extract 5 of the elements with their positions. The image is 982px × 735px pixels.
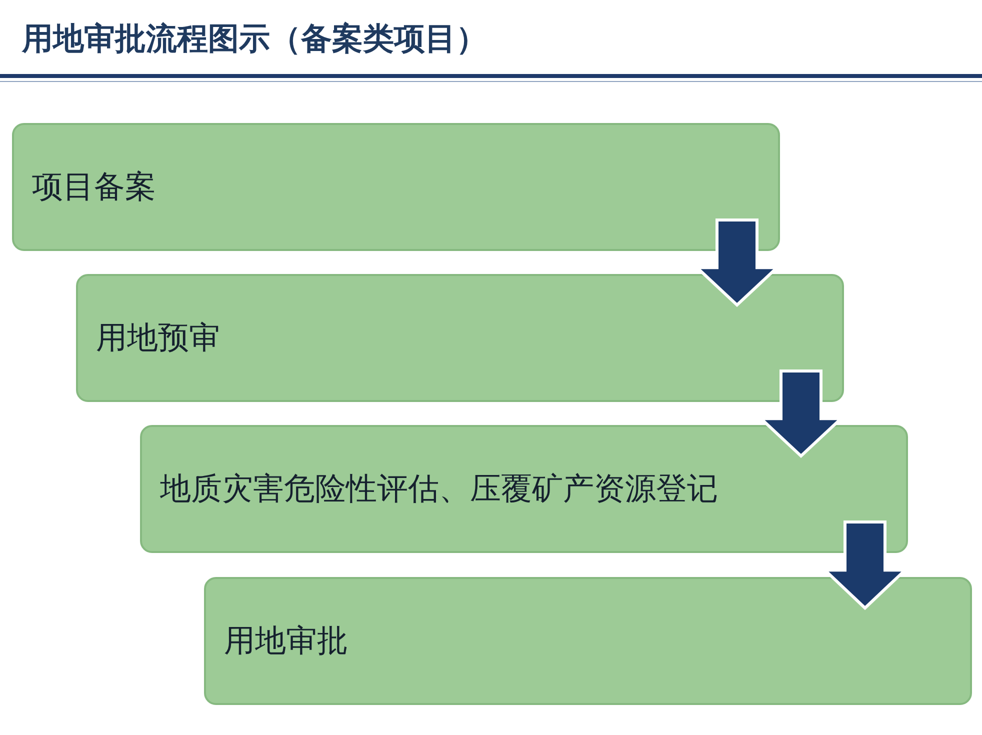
process-box: 用地审批: [204, 577, 972, 705]
title: 用地审批流程图示（备案类项目）: [22, 20, 487, 59]
process-box: 用地预审: [76, 274, 844, 402]
process-box: 地质灾害危险性评估、压覆矿产资源登记: [140, 425, 908, 553]
process-box: 项目备案: [12, 123, 780, 251]
